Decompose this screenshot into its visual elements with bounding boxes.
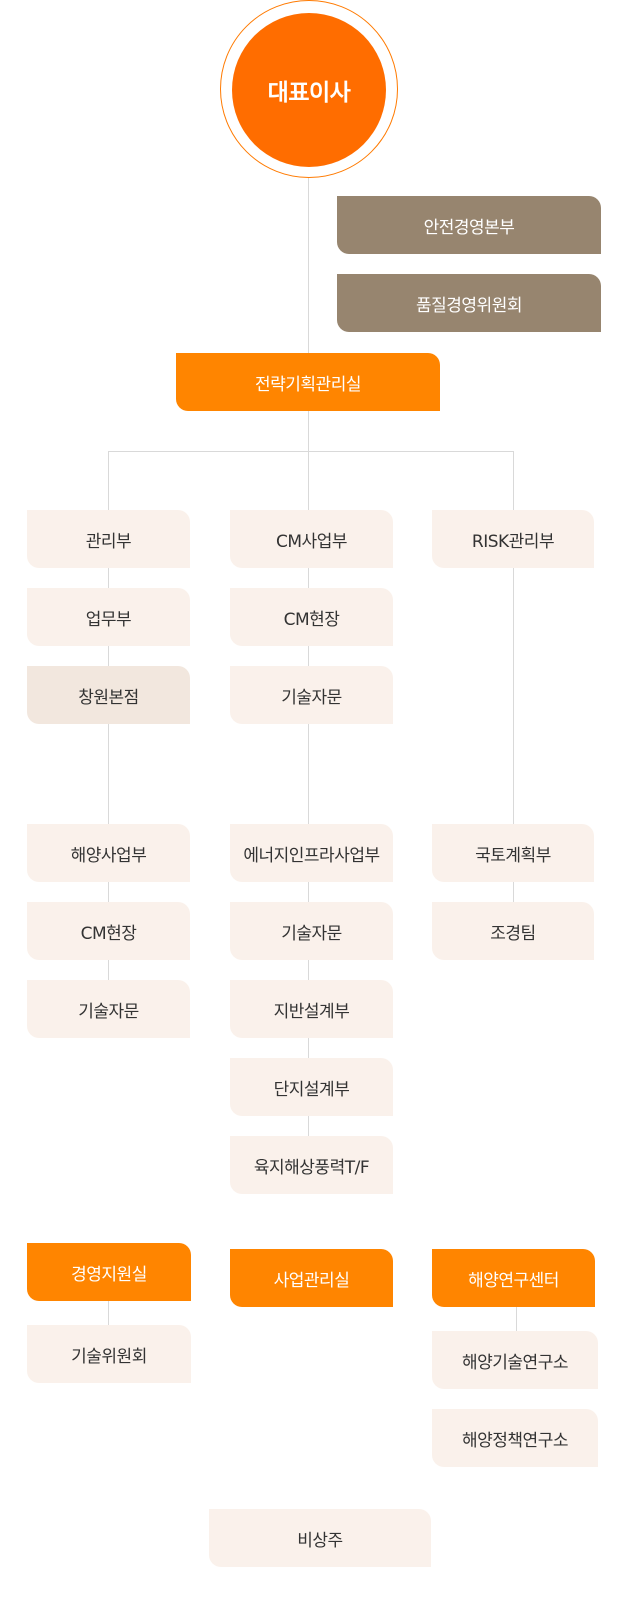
safety-management-division[interactable]: 안전경영본부 (337, 196, 601, 254)
tech-committee[interactable]: 기술위원회 (27, 1325, 191, 1383)
strategy-planning-office[interactable]: 전략기획관리실 (176, 353, 440, 411)
col1-connector-line (108, 451, 109, 1011)
col1-cm-site[interactable]: CM현장 (27, 902, 190, 960)
branch-horizontal-line (108, 451, 514, 452)
non-resident-box[interactable]: 비상주 (209, 1509, 431, 1567)
changwon-head-office[interactable]: 창원본점 (27, 666, 190, 724)
business-management-office[interactable]: 사업관리실 (230, 1249, 393, 1307)
marine-business-dept[interactable]: 해양사업부 (27, 824, 190, 882)
cm-business-dept[interactable]: CM사업부 (230, 510, 393, 568)
ocean-policy-institute[interactable]: 해양정책연구소 (432, 1409, 598, 1467)
col2-tech-advisory-2[interactable]: 기술자문 (230, 902, 393, 960)
col2-connector-line (308, 451, 309, 1167)
ground-design-dept[interactable]: 지반설계부 (230, 980, 393, 1038)
national-planning-dept[interactable]: 국토계획부 (432, 824, 594, 882)
energy-infra-business-dept[interactable]: 에너지인프라사업부 (230, 824, 393, 882)
quality-management-committee[interactable]: 품질경영위원회 (337, 274, 601, 332)
ocean-tech-institute[interactable]: 해양기술연구소 (432, 1331, 598, 1389)
landscape-team[interactable]: 조경팀 (432, 902, 594, 960)
wind-power-tf[interactable]: 육지해상풍력T/F (230, 1136, 393, 1194)
risk-management-dept[interactable]: RISK관리부 (432, 510, 594, 568)
col2-cm-site[interactable]: CM현장 (230, 588, 393, 646)
ceo-trunk-line (308, 178, 309, 452)
col3-connector-line (513, 451, 514, 931)
col2-tech-advisory[interactable]: 기술자문 (230, 666, 393, 724)
operations-dept[interactable]: 업무부 (27, 588, 190, 646)
admin-dept[interactable]: 관리부 (27, 510, 190, 568)
site-design-dept[interactable]: 단지설계부 (230, 1058, 393, 1116)
col1-tech-advisory[interactable]: 기술자문 (27, 980, 190, 1038)
ceo-node[interactable]: 대표이사 (232, 13, 386, 167)
ocean-research-center[interactable]: 해양연구센터 (432, 1249, 595, 1307)
management-support-office[interactable]: 경영지원실 (27, 1243, 191, 1301)
